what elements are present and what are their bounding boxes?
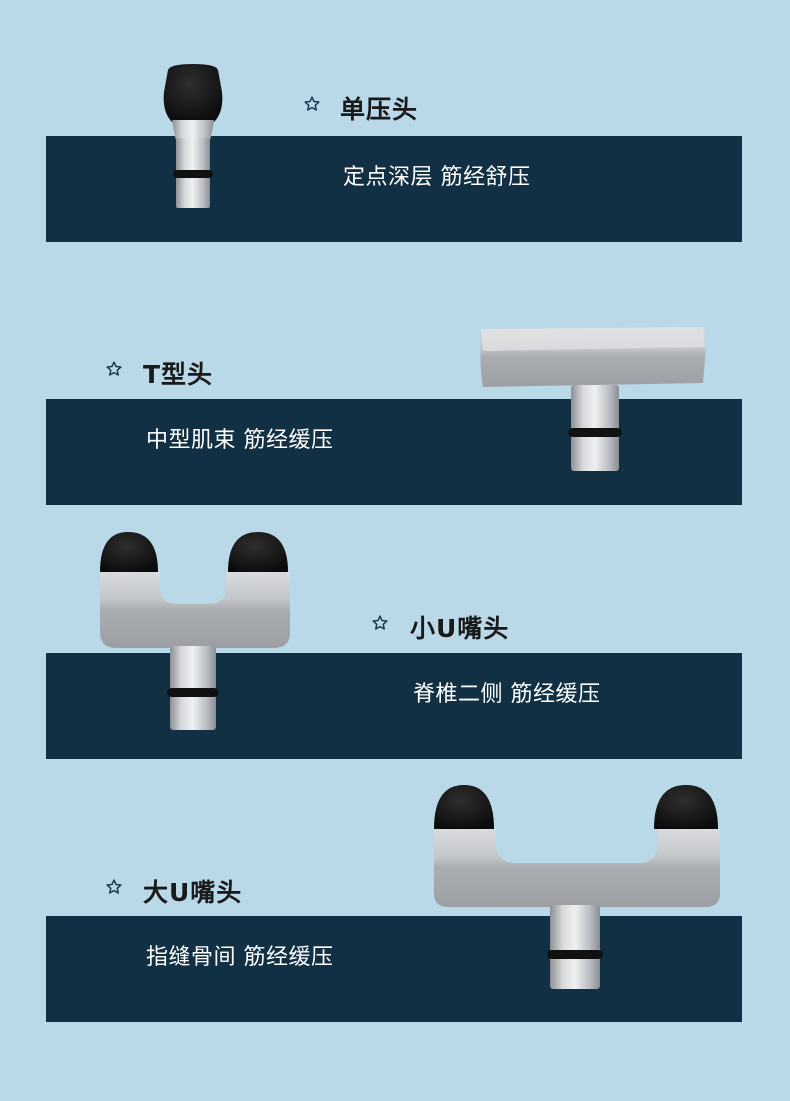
star-outline-icon <box>303 95 321 113</box>
section-band-t-head <box>46 399 742 505</box>
small-u-head-image <box>100 532 290 730</box>
star-outline-icon <box>105 360 123 378</box>
t-shaped-head-image <box>480 327 707 471</box>
section-title: 大U嘴头 <box>143 878 243 907</box>
section-band-single-head <box>46 136 742 242</box>
section-band-small-u-head <box>46 653 742 759</box>
section-description: 定点深层 筋经舒压 <box>343 165 531 190</box>
section-description: 脊椎二侧 筋经缓压 <box>413 682 601 707</box>
section-title: 单压头 <box>340 95 419 124</box>
section-description: 中型肌束 筋经缓压 <box>146 428 334 453</box>
section-description: 指缝骨间 筋经缓压 <box>146 945 334 970</box>
star-outline-icon <box>371 614 389 632</box>
single-pressure-head-image <box>163 64 223 208</box>
section-title: T型头 <box>143 360 214 389</box>
large-u-head-image <box>434 785 720 989</box>
section-title: 小U嘴头 <box>410 614 510 643</box>
section-band-large-u-head <box>46 916 742 1022</box>
star-outline-icon <box>105 878 123 896</box>
